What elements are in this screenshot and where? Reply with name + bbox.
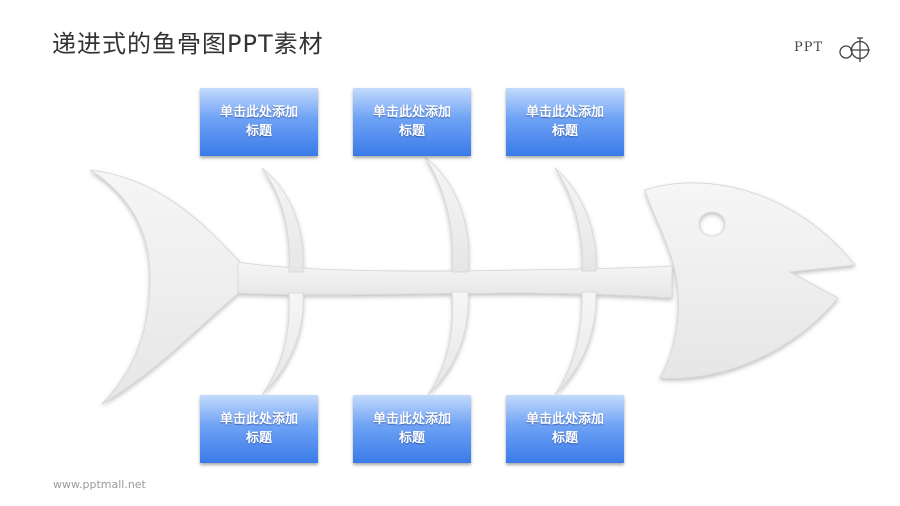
rib-bottom-2 <box>428 292 468 395</box>
title-box-label: 单击此处添加标题 <box>216 103 302 141</box>
title-box-bottom-3[interactable]: 单击此处添加标题 <box>506 395 624 463</box>
title-box-label: 单击此处添加标题 <box>369 103 455 141</box>
title-box-label: 单击此处添加标题 <box>522 103 608 141</box>
rib-top-1 <box>262 168 303 272</box>
title-box-label: 单击此处添加标题 <box>369 410 455 448</box>
rib-bottom-3 <box>555 292 596 395</box>
title-box-top-2[interactable]: 单击此处添加标题 <box>353 88 471 156</box>
title-box-bottom-2[interactable]: 单击此处添加标题 <box>353 395 471 463</box>
title-box-top-3[interactable]: 单击此处添加标题 <box>506 88 624 156</box>
title-box-label: 单击此处添加标题 <box>522 410 608 448</box>
title-box-top-1[interactable]: 单击此处添加标题 <box>200 88 318 156</box>
fish-head <box>645 183 855 379</box>
fish-tail <box>90 170 240 404</box>
title-box-bottom-1[interactable]: 单击此处添加标题 <box>200 395 318 463</box>
rib-top-2 <box>425 157 469 272</box>
rib-top-3 <box>555 168 596 271</box>
footer-url: www.pptmall.net <box>53 478 146 491</box>
title-box-label: 单击此处添加标题 <box>216 410 302 448</box>
rib-bottom-1 <box>262 293 303 395</box>
